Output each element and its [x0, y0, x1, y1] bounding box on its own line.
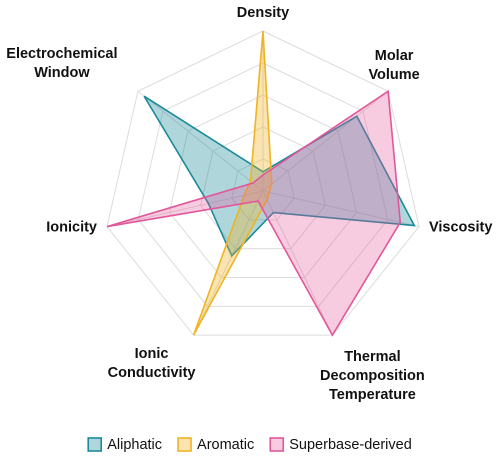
spoke-ionicity — [106, 190, 264, 228]
axis-label-line: Electrochemical — [6, 46, 117, 62]
axis-label-line: Conductivity — [108, 365, 196, 381]
axis-label-line: Temperature — [329, 387, 416, 403]
axis-label-line: Molar — [375, 48, 414, 64]
legend-item-superbase-derived: Superbase-derived — [269, 437, 412, 453]
spoke-thermal-decomposition-temperature — [262, 190, 333, 336]
axis-label-line: Viscosity — [429, 220, 492, 236]
grid-ring-5 — [106, 30, 420, 336]
legend-label-aromatic: Aromatic — [197, 437, 254, 453]
axis-label-line: Volume — [368, 67, 419, 83]
legend-swatch-aromatic — [177, 437, 192, 452]
spoke-molar-volume — [262, 90, 389, 192]
legend: Aliphatic Aromatic Superbase-derived — [87, 437, 412, 453]
grid-ring-2 — [200, 126, 326, 250]
axis-label-line: Decomposition — [320, 368, 425, 384]
legend-label-aliphatic: Aliphatic — [107, 437, 162, 453]
axis-label-viscosity: Viscosity — [429, 220, 492, 236]
axis-label-line: Thermal — [344, 349, 400, 365]
axis-label-line: Ionic — [135, 346, 169, 362]
spoke-electrochemical-window — [137, 90, 264, 192]
series-layer — [106, 30, 416, 337]
grid-layer — [106, 30, 420, 336]
legend-label-superbase-derived: Superbase-derived — [289, 437, 412, 453]
grid-ring-4 — [137, 62, 389, 307]
legend-item-aromatic: Aromatic — [177, 437, 254, 453]
legend-swatch-superbase-derived — [269, 437, 285, 452]
axis-label-line: Ionicity — [46, 220, 97, 236]
axis-label-line: Density — [237, 5, 289, 21]
spoke-ionic-conductivity — [193, 190, 264, 336]
grid-ring-3 — [168, 94, 358, 278]
axis-label-line: Window — [34, 65, 90, 81]
legend-swatch-aliphatic — [87, 437, 103, 452]
axis-label-density: Density — [237, 5, 289, 21]
spoke-viscosity — [262, 190, 420, 228]
axis-label-ionicity: Ionicity — [46, 220, 97, 236]
series-aliphatic — [143, 95, 416, 258]
grid-ring-1 — [231, 158, 295, 221]
series-superbase-derived — [106, 89, 402, 337]
legend-item-aliphatic: Aliphatic — [87, 437, 162, 453]
